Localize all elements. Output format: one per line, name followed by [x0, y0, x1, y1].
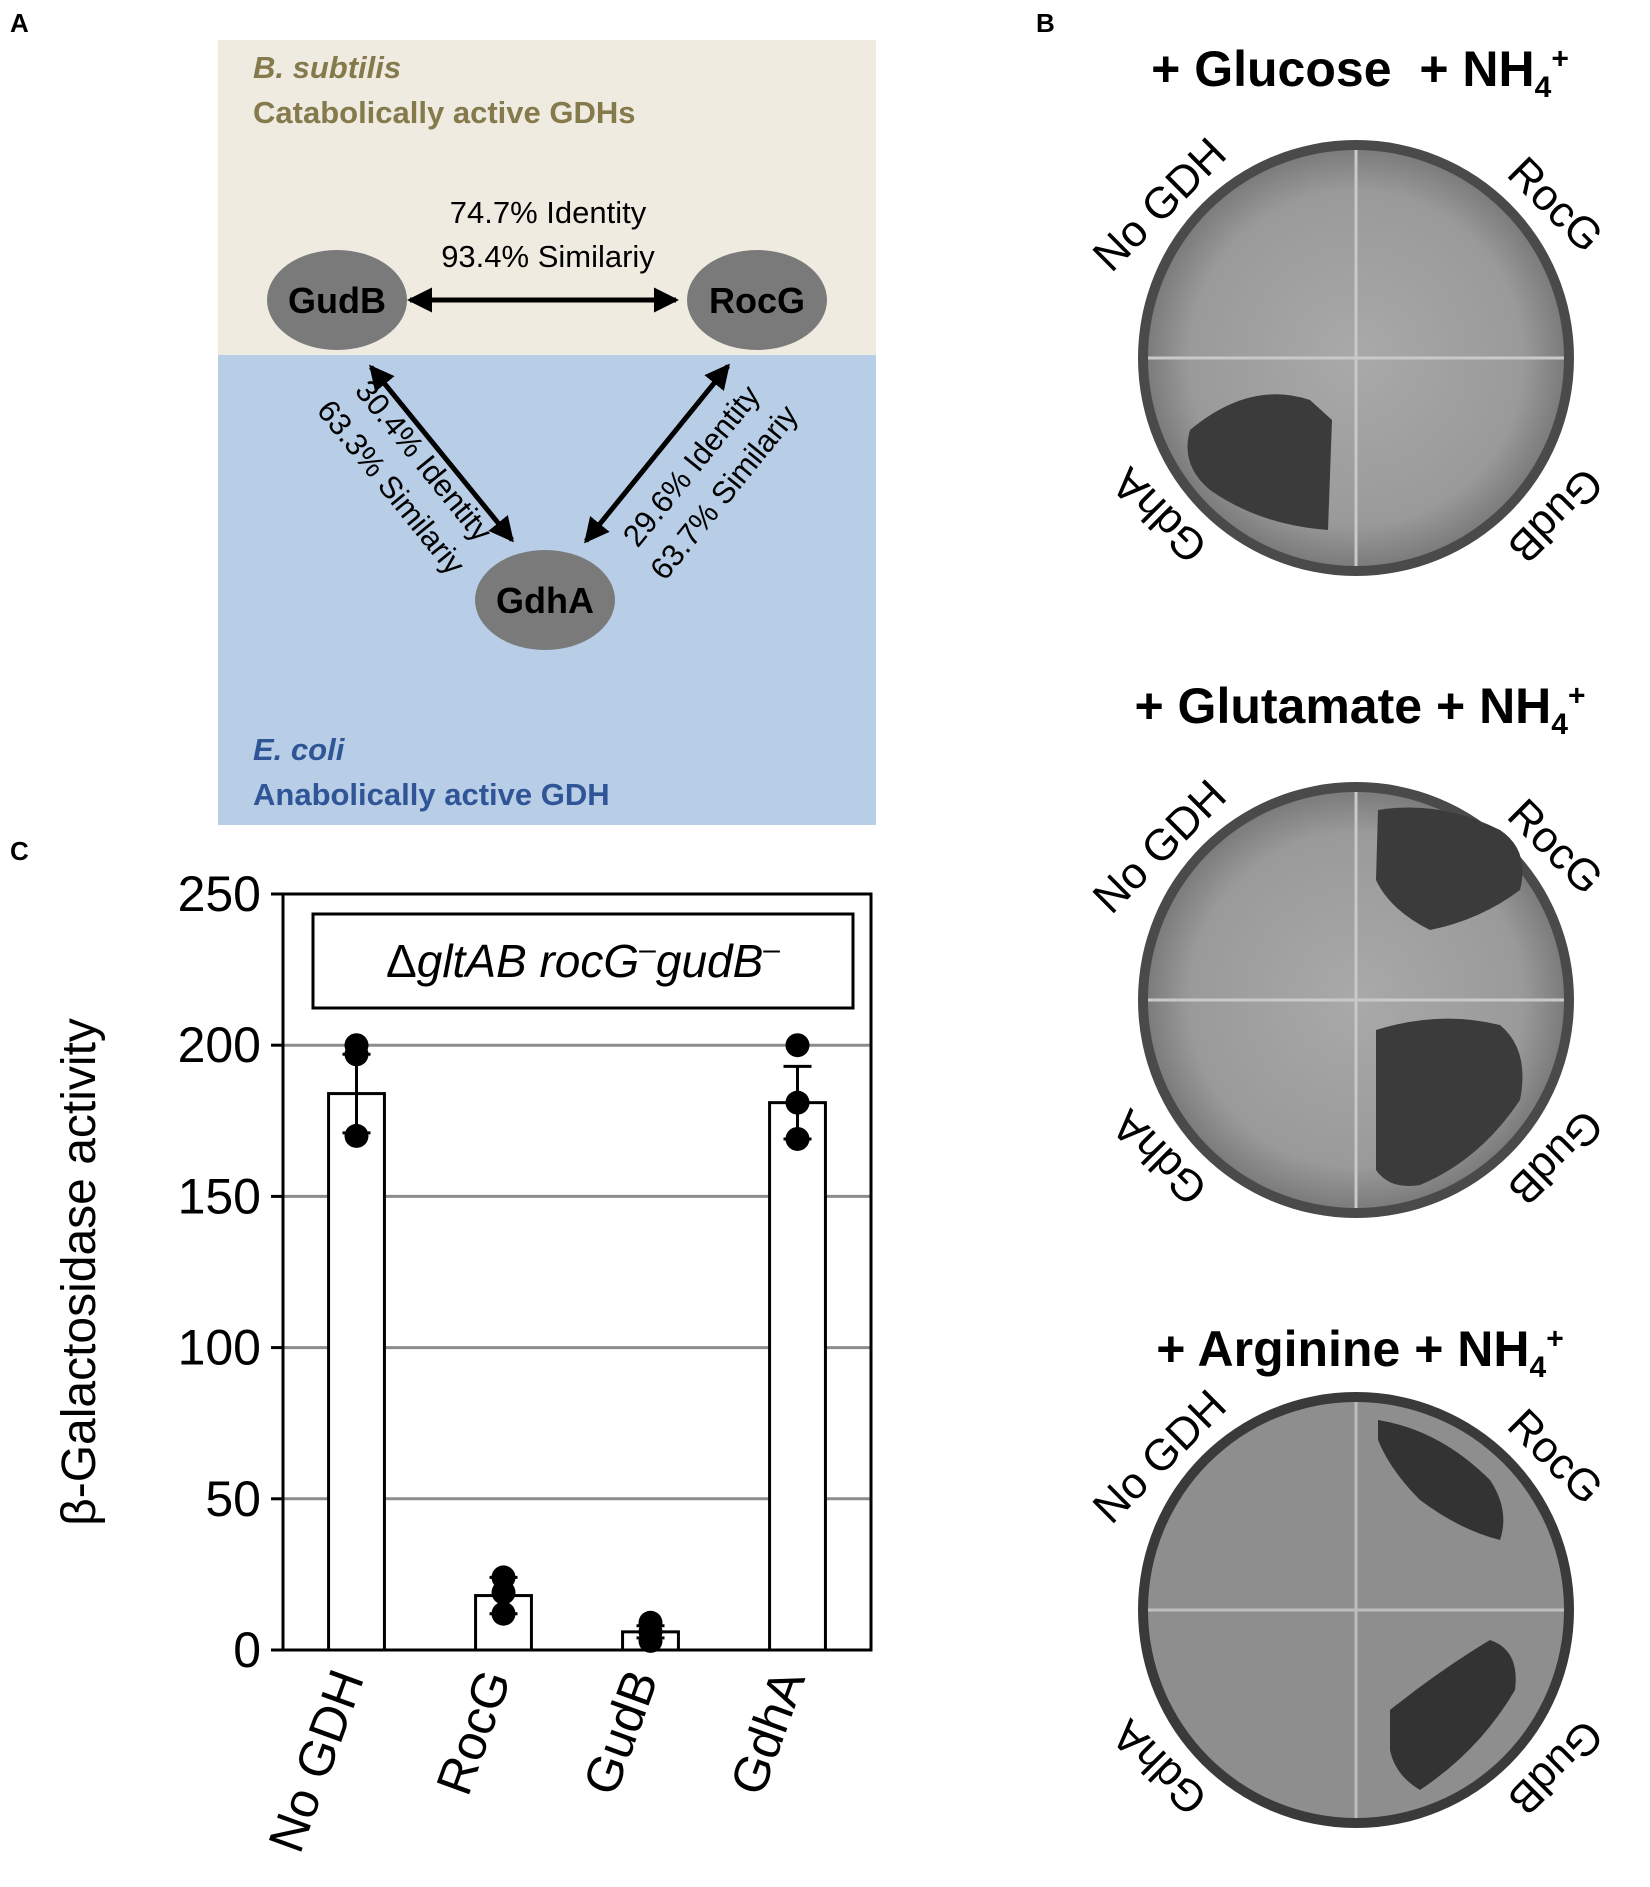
ecoli-species: E. coli — [253, 732, 346, 767]
chart-y-axis-label: β-Galactosidase activity — [53, 1018, 106, 1526]
node-gudb-label: GudB — [288, 280, 386, 321]
chart-plot-frame — [281, 892, 873, 1652]
condition-2-ion: + NH — [1435, 678, 1552, 734]
panel-letter-c: C — [10, 836, 29, 866]
gudb-rocg-identity: 74.7% Identity — [450, 195, 647, 230]
chart-x-tick-label: GdhA — [719, 1662, 816, 1802]
inset-strain1-minus: – — [639, 933, 656, 966]
chart-data-point — [344, 1123, 369, 1148]
condition-title-1: + Glucose + NH4+ — [1080, 40, 1640, 105]
inset-gene: gltAB — [417, 935, 527, 987]
condition-1-ion: + NH — [1419, 41, 1535, 97]
panel-c-chart: 0 50 100 150 200 250 No GDH RocG GudB GdhA ΔgltA… — [53, 866, 873, 1859]
inset-delta: Δ — [386, 935, 417, 987]
growth-rocg-arginine — [1378, 1420, 1504, 1540]
condition-2-carbon: + Glutamate — [1134, 678, 1423, 734]
condition-3-ion-sup: + — [1546, 1322, 1564, 1356]
condition-2-ion-sub: 4 — [1551, 708, 1568, 741]
chart-data-point — [785, 1090, 810, 1115]
bsubtilis-caption: Catabolically active GDHs — [253, 95, 636, 130]
growth-gudb-arginine — [1390, 1640, 1516, 1790]
condition-1-ion-sup: + — [1551, 42, 1569, 76]
chart-y-tick-label: 200 — [178, 1017, 261, 1073]
chart-bar — [327, 1092, 386, 1652]
panel-letter-b: B — [1036, 8, 1055, 38]
chart-inset-label: ΔgltAB rocG–gudB– — [386, 933, 780, 987]
node-gudb — [267, 250, 407, 350]
arrow-gudb-gdha — [369, 364, 514, 543]
inset-strain2: gudB — [656, 935, 763, 987]
growth-gdha-glucose — [1187, 394, 1332, 530]
bsubtilis-species: B. subtilis — [253, 50, 401, 85]
inset-strain1: rocG — [539, 935, 639, 987]
condition-2-ion-sup: + — [1567, 679, 1586, 713]
chart-data-point — [491, 1580, 516, 1605]
inset-strain2-minus: – — [763, 933, 780, 966]
chart-x-tick-label: RocG — [425, 1663, 521, 1802]
panel-b-plates: No GDH RocG GdhA GudB No GDH RocG GdhA G… — [1084, 129, 1612, 1828]
node-gdha-label: GdhA — [496, 580, 594, 621]
chart-data-point — [344, 1042, 369, 1067]
chart-y-ticks: 0 50 100 150 200 250 — [178, 866, 283, 1678]
chart-inset-box — [311, 912, 855, 1010]
chart-data-point — [638, 1628, 663, 1653]
arrow-rocg-gdha — [584, 363, 730, 544]
chart-y-tick-label: 250 — [178, 866, 261, 922]
chart-y-tick-label: 0 — [233, 1622, 261, 1678]
condition-3-ion: + NH — [1414, 1321, 1530, 1377]
chart-data-point — [785, 1033, 810, 1058]
plate-glutamate — [1138, 782, 1574, 1218]
growth-rocg-glutamate — [1376, 807, 1523, 930]
condition-1-ion-sub: 4 — [1534, 71, 1552, 104]
chart-x-tick-label: GudB — [572, 1663, 668, 1802]
panel-a-diagram: B. subtilis Catabolically active GDHs E.… — [218, 40, 876, 825]
condition-title-2: + Glutamate + NH4+ — [1080, 677, 1640, 742]
plate-arginine — [1138, 1392, 1574, 1828]
chart-data-point — [785, 1126, 810, 1151]
chart-x-tick-label: No GDH — [258, 1663, 375, 1860]
chart-x-ticks: No GDH RocG GudB GdhA — [258, 1662, 816, 1859]
growth-gudb-glutamate — [1376, 1018, 1523, 1186]
chart-bar — [768, 1101, 827, 1652]
plate-glucose — [1138, 140, 1574, 576]
node-rocg-label: RocG — [709, 280, 805, 321]
ecoli-caption: Anabolically active GDH — [253, 777, 610, 812]
condition-3-ion-sub: 4 — [1529, 1351, 1547, 1384]
gudb-rocg-similarity: 93.4% Similariy — [441, 239, 655, 274]
chart-y-tick-label: 150 — [178, 1168, 261, 1224]
chart-data-point — [491, 1601, 516, 1626]
node-rocg — [687, 250, 827, 350]
chart-bars — [327, 1033, 827, 1653]
condition-3-carbon: + Arginine — [1156, 1321, 1401, 1377]
node-gdha — [475, 550, 615, 650]
panel-letter-a: A — [10, 8, 29, 38]
condition-1-carbon: + Glucose — [1151, 41, 1392, 97]
chart-y-tick-label: 100 — [178, 1320, 261, 1376]
chart-y-tick-label: 50 — [205, 1471, 261, 1527]
condition-title-3: + Arginine + NH4+ — [1080, 1320, 1640, 1385]
